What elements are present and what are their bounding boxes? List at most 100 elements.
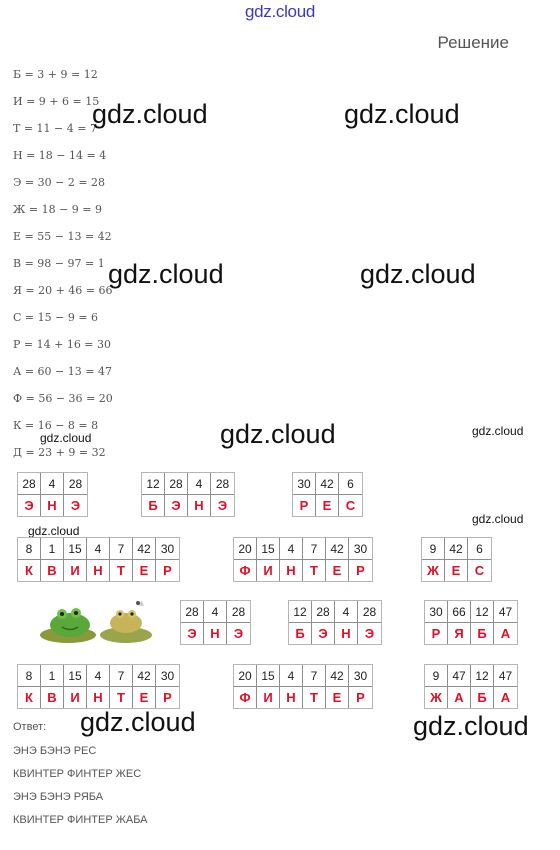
decoded-letter: И xyxy=(257,687,280,708)
cipher-number: 7 xyxy=(110,538,133,559)
watermark: gdz.cloud xyxy=(28,524,80,538)
cipher-number: 8 xyxy=(18,665,41,686)
decoded-letter: Э xyxy=(181,623,204,644)
equation-line: В = 98 − 97 = 1 xyxy=(13,257,105,270)
cipher-number: 15 xyxy=(257,665,280,686)
watermark: gdz.cloud xyxy=(92,99,208,129)
decoded-letter: Э xyxy=(18,495,41,516)
answer-line: ЭНЭ БЭНЭ РЯБА xyxy=(13,791,104,803)
cipher-number: 30 xyxy=(353,668,368,683)
answer-label: Ответ: xyxy=(13,721,47,733)
equation-line: Т = 11 − 4 = 7 xyxy=(13,122,97,135)
cipher-number: 42 xyxy=(326,665,349,686)
decoded-letter: Ф xyxy=(234,687,257,708)
puzzle-grid: 12 28 4 28 Б Э Н Э xyxy=(288,600,382,645)
decoded-letter: Р xyxy=(163,563,172,578)
cipher-number: 30 xyxy=(353,541,368,556)
cipher-number: 15 xyxy=(257,538,280,559)
equation-line: Е = 55 − 13 = 42 xyxy=(13,230,112,243)
watermark: gdz.cloud xyxy=(413,711,529,741)
puzzle-grid: 9 47 12 47 Ж А Б А xyxy=(424,664,518,709)
puzzle-grid: 8 1 15 4 7 42 30 К В И Н Т Е Р xyxy=(17,537,180,582)
decoded-letter: Б xyxy=(471,687,494,708)
cipher-number: 9 xyxy=(425,665,448,686)
cipher-number: 42 xyxy=(133,538,156,559)
watermark: gdz.cloud xyxy=(40,431,92,445)
cipher-number: 20 xyxy=(234,538,257,559)
equation-line: Я = 20 + 46 = 66 xyxy=(13,284,113,297)
cipher-number: 28 xyxy=(215,476,230,491)
equation-line: Б = 3 + 9 = 12 xyxy=(13,68,98,81)
cipher-number: 6 xyxy=(476,541,483,556)
decoded-letter: Э xyxy=(364,626,375,641)
cipher-number: 8 xyxy=(18,538,41,559)
cipher-number: 4 xyxy=(280,538,303,559)
cipher-number: 4 xyxy=(204,601,227,622)
decoded-letter: Ж xyxy=(425,687,448,708)
cipher-number: 20 xyxy=(234,665,257,686)
puzzle-grid: 8 1 15 4 7 42 30 К В И Н Т Е Р xyxy=(17,664,180,709)
decoded-letter: Ж xyxy=(422,560,445,581)
decoded-letter: И xyxy=(64,560,87,581)
equation-line: С = 15 − 9 = 6 xyxy=(13,311,99,324)
cipher-number: 6 xyxy=(347,476,354,491)
equation-line: Ж = 18 − 9 = 9 xyxy=(13,203,102,216)
cipher-number: 15 xyxy=(64,538,87,559)
cipher-number: 7 xyxy=(303,538,326,559)
cipher-number: 42 xyxy=(316,473,339,494)
decoded-letter: Т xyxy=(110,687,133,708)
puzzle-grid: 9 42 6 Ж Е С xyxy=(421,537,492,582)
decoded-letter: А xyxy=(448,687,471,708)
cipher-number: 42 xyxy=(326,538,349,559)
cipher-number: 30 xyxy=(425,601,448,622)
cipher-number: 4 xyxy=(335,601,358,622)
cipher-number: 47 xyxy=(498,604,513,619)
site-logo[interactable]: gdz.cloud xyxy=(244,2,316,21)
decoded-letter: С xyxy=(345,498,356,513)
decoded-letter: А xyxy=(500,626,511,641)
equation-line: К = 16 − 8 = 8 xyxy=(13,419,99,432)
cipher-number: 4 xyxy=(188,473,211,494)
decoded-letter: Е xyxy=(133,560,156,581)
decoded-letter: Б xyxy=(471,623,494,644)
cipher-number: 12 xyxy=(142,473,165,494)
cipher-number: 15 xyxy=(64,665,87,686)
decoded-letter: Н xyxy=(41,495,64,516)
decoded-letter: К xyxy=(18,560,41,581)
decoded-letter: В xyxy=(41,560,64,581)
equation-line: Р = 14 + 16 = 30 xyxy=(13,338,112,351)
decoded-letter: Н xyxy=(204,623,227,644)
decoded-letter: Н xyxy=(280,687,303,708)
decoded-letter: Т xyxy=(110,560,133,581)
decoded-letter: К xyxy=(18,687,41,708)
cipher-number: 12 xyxy=(471,665,494,686)
cipher-number: 47 xyxy=(448,665,471,686)
decoded-letter: И xyxy=(64,687,87,708)
answer-line: ЭНЭ БЭНЭ РЕС xyxy=(13,745,97,757)
watermark: gdz.cloud xyxy=(344,99,460,129)
decoded-letter: С xyxy=(474,563,485,578)
puzzle-grid: 30 66 12 47 Р Я Б А xyxy=(424,600,518,645)
cipher-number: 28 xyxy=(181,601,204,622)
puzzle-grid: 30 42 6 Р Е С xyxy=(292,472,363,517)
decoded-letter: Р xyxy=(356,563,365,578)
decoded-letter: Н xyxy=(87,560,110,581)
decoded-letter: Н xyxy=(188,495,211,516)
decoded-letter: Э xyxy=(70,498,81,513)
watermark: gdz.cloud xyxy=(472,512,524,526)
decoded-letter: Б xyxy=(142,495,165,516)
cipher-number: 42 xyxy=(133,665,156,686)
puzzle-grid: 28 4 28 Э Н Э xyxy=(17,472,88,517)
cipher-number: 4 xyxy=(87,665,110,686)
decoded-letter: Р xyxy=(425,623,448,644)
decoded-letter: Б xyxy=(289,623,312,644)
section-title: Решение xyxy=(437,33,509,52)
frog-illustration xyxy=(38,597,156,647)
cipher-number: 9 xyxy=(422,538,445,559)
decoded-letter: И xyxy=(257,560,280,581)
answer-line: КВИНТЕР ФИНТЕР ЖАБА xyxy=(13,814,148,826)
equation-line: Ф = 56 − 36 = 20 xyxy=(13,392,113,405)
cipher-number: 28 xyxy=(231,604,246,619)
equation-line: Э = 30 − 2 = 28 xyxy=(13,176,106,189)
cipher-number: 4 xyxy=(280,665,303,686)
